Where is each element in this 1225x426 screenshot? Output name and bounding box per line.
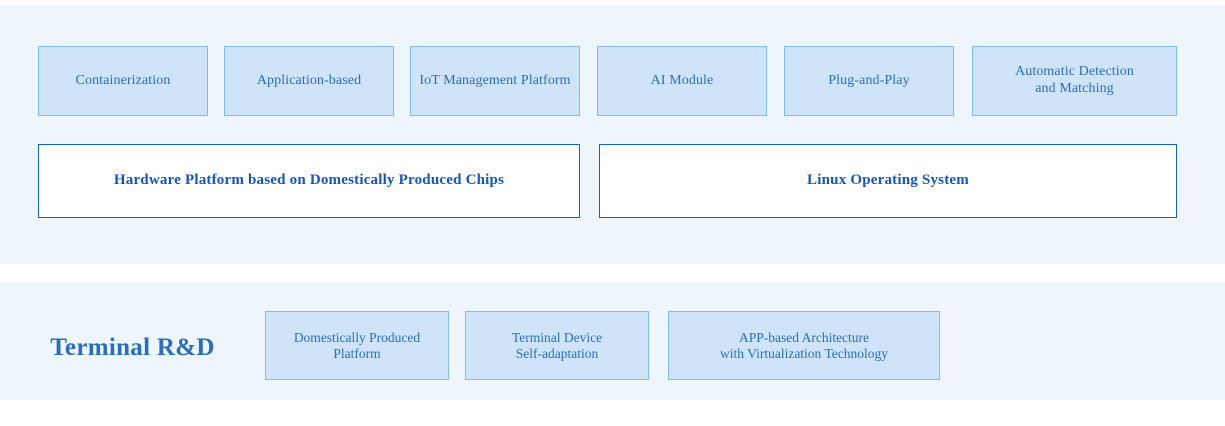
terminal-rd-tile-domestically-produced-platform[interactable]: Domestically Produced Platform bbox=[265, 311, 449, 380]
capability-tile-containerization[interactable]: Containerization bbox=[38, 46, 208, 116]
foundation-bar-linux-operating-system[interactable]: Linux Operating System bbox=[599, 144, 1177, 218]
capability-tile-ai-module[interactable]: AI Module bbox=[597, 46, 767, 116]
terminal-rd-tile-app-based-architecture[interactable]: APP-based Architecture with Virtualizati… bbox=[668, 311, 940, 380]
terminal-rd-tile-label: Domestically Produced Platform bbox=[293, 329, 421, 361]
foundation-bar-label: Hardware Platform based on Domestically … bbox=[113, 172, 505, 189]
capability-tile-label: Plug-and-Play bbox=[828, 72, 910, 88]
capability-tile-plug-and-play[interactable]: Plug-and-Play bbox=[784, 46, 954, 116]
capability-tile-label: Containerization bbox=[75, 72, 171, 88]
capability-tile-label: IoT Management Platform bbox=[419, 72, 571, 88]
section-title-terminal-rd: Terminal R&D bbox=[40, 330, 225, 366]
terminal-rd-tile-terminal-device-self-adaptation[interactable]: Terminal Device Self-adaptation bbox=[465, 311, 649, 380]
capability-tile-label: AI Module bbox=[650, 72, 714, 88]
section-title-text: Terminal R&D bbox=[50, 334, 215, 361]
capability-tile-label: Application-based bbox=[256, 72, 362, 88]
terminal-rd-tile-label: APP-based Architecture with Virtualizati… bbox=[720, 329, 888, 361]
foundation-bar-label: Linux Operating System bbox=[807, 172, 969, 189]
architecture-panel bbox=[0, 5, 1225, 264]
foundation-bar-hardware-platform[interactable]: Hardware Platform based on Domestically … bbox=[38, 144, 580, 218]
capability-tile-application-based[interactable]: Application-based bbox=[224, 46, 394, 116]
capability-tile-label: Automatic Detection and Matching bbox=[1015, 64, 1134, 96]
terminal-rd-tile-label: Terminal Device Self-adaptation bbox=[511, 329, 603, 361]
capability-tile-iot-management-platform[interactable]: IoT Management Platform bbox=[410, 46, 580, 116]
capability-tile-automatic-detection-and-matching[interactable]: Automatic Detection and Matching bbox=[972, 46, 1177, 116]
